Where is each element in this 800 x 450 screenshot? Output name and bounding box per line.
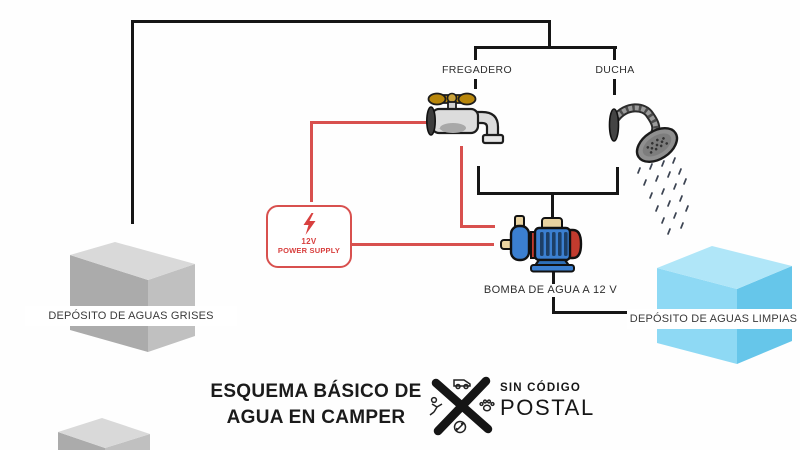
pipe-below-label bbox=[552, 297, 555, 314]
partial-tank-cube bbox=[58, 418, 150, 450]
label-pump: BOMBA DE AGUA A 12 V bbox=[483, 284, 618, 296]
paw-icon bbox=[479, 399, 495, 412]
water-drops bbox=[637, 157, 689, 235]
psu-name-label: POWER SUPPLY bbox=[277, 246, 341, 255]
gray-water-tank-cube bbox=[70, 242, 195, 352]
title-line-1: ESQUEMA BÁSICO DE bbox=[210, 381, 422, 402]
label-clean-tank: DEPÓSITO DE AGUAS LIMPIAS bbox=[627, 309, 800, 329]
brand-line-2: POSTAL bbox=[500, 395, 595, 420]
pipe-ducha-stub-b bbox=[613, 79, 616, 95]
wire-faucet-down bbox=[460, 146, 463, 228]
lightning-bolt-icon bbox=[303, 213, 315, 235]
water-pump-icon bbox=[500, 215, 583, 273]
power-supply-box: 12V POWER SUPPLY bbox=[266, 205, 352, 268]
van-icon bbox=[453, 379, 471, 390]
label-gray-tank: DEPÓSITO DE AGUAS GRISES bbox=[25, 306, 237, 326]
pipe-branch-bus bbox=[474, 46, 617, 49]
brand-line-1: SIN CÓDIGO bbox=[500, 382, 582, 394]
pipe-shower-riser bbox=[616, 167, 619, 194]
pipe-left-drop bbox=[131, 20, 134, 224]
pipe-to-clean-tank bbox=[552, 311, 632, 314]
pipe-pump-top bbox=[551, 192, 554, 220]
wire-faucet-horizontal bbox=[310, 121, 428, 124]
pipe-fregadero-stub-a bbox=[474, 46, 477, 60]
pipe-pump-bottom-stub bbox=[552, 272, 555, 284]
label-ducha: DUCHA bbox=[595, 64, 635, 76]
faucet-icon bbox=[426, 92, 505, 145]
wire-psu-vertical bbox=[310, 121, 313, 202]
title-line-2: AGUA EN CAMPER bbox=[226, 407, 406, 428]
climber-icon bbox=[429, 396, 443, 416]
diagram-title: ESQUEMA BÁSICO DE AGUA EN CAMPER bbox=[186, 379, 446, 431]
psu-voltage-label: 12V bbox=[301, 237, 317, 246]
pipe-top-bus bbox=[131, 20, 551, 23]
pipe-right-drop bbox=[548, 20, 551, 48]
x-cross-logo-icon bbox=[429, 376, 495, 436]
compass-icon bbox=[453, 420, 467, 434]
clean-water-tank-cube bbox=[657, 246, 792, 364]
label-fregadero: FREGADERO bbox=[441, 64, 513, 76]
wire-psu-to-pump bbox=[352, 243, 494, 246]
shower-head-icon bbox=[608, 103, 689, 235]
pipe-bottom-bus bbox=[477, 192, 619, 195]
pipe-fregadero-stub-b bbox=[474, 79, 477, 89]
brand-name: SIN CÓDIGO POSTAL bbox=[500, 382, 595, 421]
pipe-ducha-stub-a bbox=[613, 46, 616, 60]
pipe-faucet-drain bbox=[477, 166, 480, 195]
wire-to-pump-upper bbox=[460, 225, 495, 228]
